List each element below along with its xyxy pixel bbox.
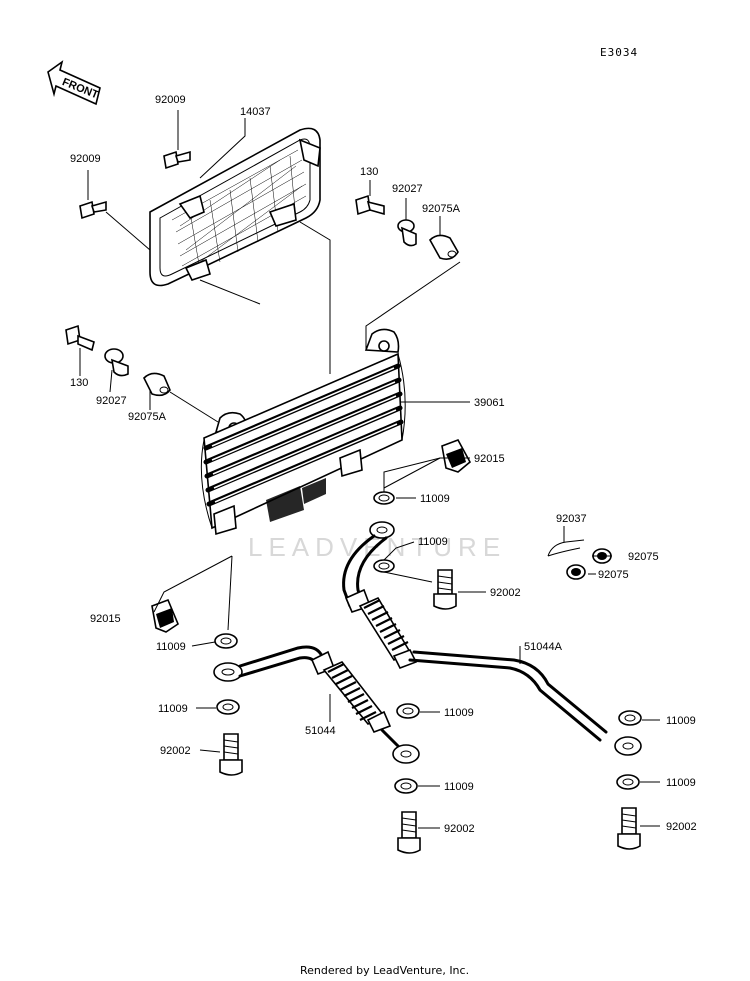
washer-11009-g <box>618 710 642 726</box>
callout-11009: 11009 <box>666 715 696 727</box>
callout-92075: 92075 <box>628 551 659 563</box>
washer-11009-d <box>216 699 240 715</box>
callouts: 92009 92009 14037 130 92027 92075A 130 9… <box>70 94 697 835</box>
leader-lines <box>79 110 660 829</box>
callout-92002: 92002 <box>666 821 697 833</box>
screw-92009-b <box>79 200 107 220</box>
callout-92009: 92009 <box>155 94 186 106</box>
callout-130: 130 <box>70 377 88 389</box>
callout-92075: 92075 <box>598 569 629 581</box>
diagram-code: E3034 <box>600 46 638 59</box>
bolt-130-b <box>65 324 95 352</box>
washer-11009-e <box>396 703 420 719</box>
clip-nut-92015-a <box>441 439 472 473</box>
front-arrow-icon: FRONT <box>47 60 101 106</box>
banjo-bolt-92002-b <box>219 733 243 776</box>
callout-11009: 11009 <box>418 536 448 548</box>
banjo-bolt-92002-d <box>617 807 641 850</box>
grommet-92075A-b <box>143 372 171 397</box>
callout-92075A: 92075A <box>128 411 167 423</box>
banjo-bolt-92002-a <box>433 569 457 610</box>
callout-11009: 11009 <box>444 707 474 719</box>
washer-11009-h <box>616 774 640 790</box>
oil-cooler-guard <box>149 127 321 287</box>
hose-protector <box>358 596 412 662</box>
callout-39061: 39061 <box>474 397 505 409</box>
banjo-bolt-92002-c <box>397 811 421 854</box>
callout-92009: 92009 <box>70 153 101 165</box>
callout-11009: 11009 <box>666 777 696 789</box>
washer-11009-b <box>373 559 395 573</box>
callout-92027: 92027 <box>96 395 127 407</box>
grommet-92075-b <box>566 564 586 580</box>
callout-92015: 92015 <box>474 453 505 465</box>
oil-hose-51044 <box>213 645 420 764</box>
clip-nut-92015-b <box>151 598 179 633</box>
callout-92002: 92002 <box>490 587 521 599</box>
oil-hose-51044A <box>342 521 642 756</box>
callout-92037: 92037 <box>556 513 587 525</box>
callout-11009: 11009 <box>156 641 186 653</box>
callout-92015: 92015 <box>90 613 121 625</box>
oil-cooler <box>200 328 406 536</box>
washer-11009-c <box>214 633 238 649</box>
washer-11009-a <box>373 491 395 505</box>
callout-92075A: 92075A <box>422 203 461 215</box>
callout-51044: 51044 <box>305 725 336 737</box>
callout-92002: 92002 <box>444 823 475 835</box>
callout-11009: 11009 <box>158 703 188 715</box>
footer-credit: Rendered by LeadVenture, Inc. <box>300 964 469 977</box>
hose-protector <box>322 661 386 726</box>
callout-92002: 92002 <box>160 745 191 757</box>
callout-51044A: 51044A <box>524 641 563 653</box>
callout-92027: 92027 <box>392 183 423 195</box>
grommet-92075A-a <box>429 234 459 260</box>
washer-11009-f <box>394 778 418 794</box>
callout-130: 130 <box>360 166 378 178</box>
callout-11009: 11009 <box>444 781 474 793</box>
clip-92037 <box>547 539 585 557</box>
collar-92027-b <box>104 348 129 377</box>
callout-14037: 14037 <box>240 106 271 118</box>
screw-92009-a <box>163 150 191 170</box>
collar-92027-a <box>397 219 417 247</box>
bolt-130-a <box>355 194 385 216</box>
callout-11009: 11009 <box>420 493 450 505</box>
